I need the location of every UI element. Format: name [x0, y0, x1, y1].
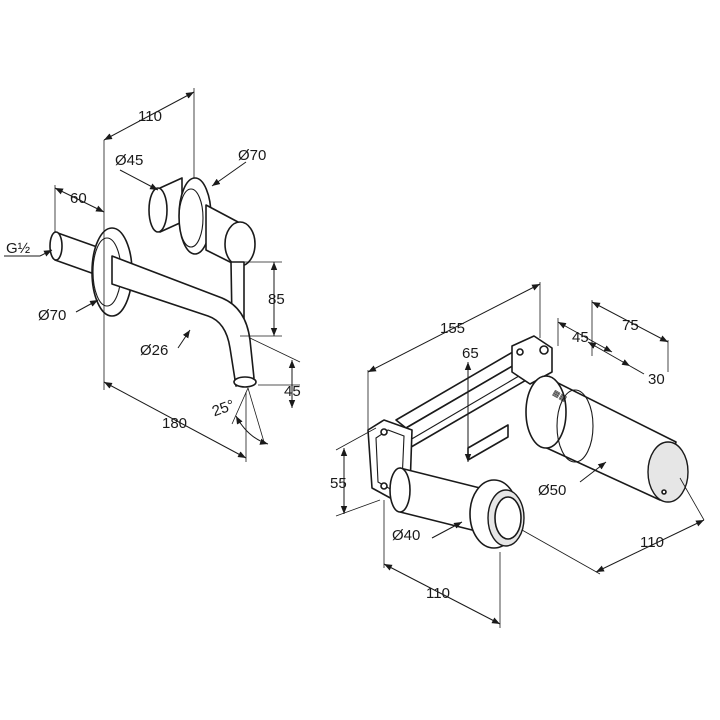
dim-rosette-diameter: Ø70 — [38, 307, 66, 324]
dim-line-side-depth — [595, 519, 705, 573]
handle-rosette-inner — [178, 188, 204, 248]
spout-outlet — [233, 376, 257, 388]
left-bracket-hole-top — [380, 428, 388, 436]
dim-body-diameter: Ø50 — [538, 482, 566, 499]
leader-handle-rosette — [211, 161, 247, 187]
dim-handle-height: 85 — [268, 291, 285, 308]
leader-thread — [39, 249, 53, 257]
box-view: ▦▦ 155 65 75 45 30 55 Ø50 Ø40 — [330, 282, 705, 628]
leader-outlet-diameter — [431, 521, 463, 539]
dim-rosette-offset: 60 — [70, 190, 87, 207]
dim-depth-c: 30 — [648, 371, 665, 388]
dim-total-width: 155 — [440, 320, 465, 337]
right-bracket-hole-2 — [516, 348, 524, 356]
dim-line-total-depth — [103, 91, 195, 141]
handle-assembly — [148, 177, 256, 326]
dim-spout-length: 180 — [162, 415, 187, 432]
ext-line-outlet-top — [249, 337, 301, 363]
right-bracket-hole — [539, 345, 549, 355]
dim-depth-a: 45 — [572, 329, 589, 346]
handle-knob-face — [148, 187, 168, 233]
dim-handle-knob-diameter: Ø45 — [115, 152, 143, 169]
dim-side-depth: 110 — [640, 534, 664, 551]
leader-spout — [177, 329, 191, 349]
dim-height-offset: 65 — [462, 345, 479, 362]
leader-spout-rosette — [75, 299, 99, 313]
dim-outlet-height: 45 — [284, 383, 301, 400]
handle-cap — [224, 221, 256, 267]
outlet-pipe-body — [399, 467, 481, 533]
spout-assembly — [49, 227, 257, 388]
leader-body-diameter — [579, 461, 607, 483]
ext-line-body-top — [335, 427, 377, 451]
dim-thread: G½ — [6, 240, 31, 257]
ext-line-side-depth — [521, 529, 601, 575]
dim-handle-diameter-outer: Ø70 — [238, 147, 266, 164]
main-body-back — [525, 375, 567, 449]
dim-spout-angle: 25° — [210, 397, 237, 421]
left-bracket-hole-bottom — [380, 482, 388, 490]
dim-line-rosette-offset — [54, 187, 105, 213]
outlet-pipe-bore — [494, 496, 522, 540]
mounting-rail-groove — [409, 365, 537, 441]
main-body-front-face — [647, 441, 689, 503]
dim-spout-diameter: Ø26 — [140, 342, 168, 359]
outlet-pipe-back — [389, 467, 411, 513]
main-body-front-dot — [661, 489, 667, 495]
dim-line-total-width — [367, 283, 541, 373]
dim-line-front-depth — [383, 563, 501, 625]
dim-line-spout-length — [103, 381, 247, 459]
dim-depth-b: 75 — [622, 317, 639, 334]
connector-thread-end — [49, 231, 63, 261]
dim-line-depth-c — [587, 341, 631, 367]
dim-total-depth: 110 — [138, 108, 162, 125]
ext-line-side-depth-2 — [679, 477, 705, 521]
dim-outlet-diameter: Ø40 — [392, 527, 420, 544]
main-body-band — [556, 389, 594, 463]
spout-view: 110 Ø45 Ø70 60 G½ Ø70 Ø26 85 45 — [4, 88, 301, 462]
mounting-rail-brace — [467, 424, 509, 461]
leader-depth-c — [629, 365, 645, 375]
dim-body-height: 55 — [330, 475, 347, 492]
leader-knob — [119, 169, 159, 191]
dim-front-depth: 110 — [426, 585, 450, 602]
ext-line-body-bottom — [335, 499, 381, 517]
dim-line-depth-b — [591, 301, 669, 343]
